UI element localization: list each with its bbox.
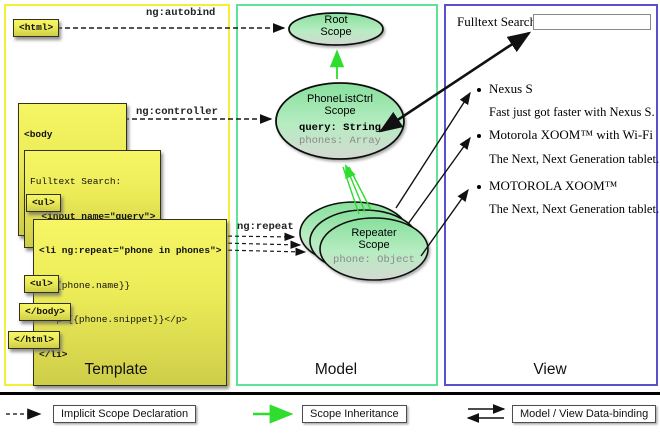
code-box-ul-close: <ul> [24, 275, 59, 293]
repeat-arrow-2 [220, 240, 302, 249]
phonelistctrl-scope-label: PhoneListCtrl Scope query: String phones… [276, 93, 404, 147]
ctrl-scope-line1: PhoneListCtrl [306, 93, 374, 105]
binding-arrow-query-input [378, 31, 532, 133]
legend-model-view-databinding: Model / View Data-binding [512, 405, 657, 423]
ctrl-prop-query: query: String [299, 122, 381, 134]
view-item-desc: The Next, Next Generation tablet. [489, 152, 660, 166]
root-scope-label: Root Scope [290, 14, 382, 38]
code-ul-close: <ul> [30, 278, 53, 289]
autobind-label: ng:autobind [146, 7, 216, 19]
search-input[interactable] [533, 14, 651, 30]
ctrl-prop-phones: phones: Array [299, 134, 381, 147]
bullet-icon [477, 185, 481, 189]
repeater-scope-line1: Repeater [351, 227, 397, 239]
code-fulltext-label: Fulltext Search: [30, 176, 122, 187]
legend-scope-inheritance: Scope Inheritance [302, 405, 407, 423]
view-item-title: Nexus S [489, 81, 533, 96]
view-search-label: Fulltext Search: [457, 14, 540, 29]
repeat-label: ng:repeat [237, 221, 294, 233]
view-item-title: MOTOROLA XOOM™ [489, 178, 618, 193]
code-html-open: <html> [19, 22, 54, 33]
repeater-prop-phone: phone: Object [333, 254, 415, 266]
code-box-body-close: </body> [19, 303, 71, 321]
bullet-icon [477, 88, 481, 92]
view-item-desc: Fast just got faster with Nexus S. [489, 105, 655, 119]
repeat-arrow-1 [220, 232, 296, 242]
repeater-scope-label: Repeater Scope phone: Object [314, 227, 434, 267]
code-box-ul-open: <ul> [26, 194, 61, 212]
model-column-label: Model [314, 361, 358, 378]
view-item-desc: The Next, Next Generation tablet. [489, 202, 660, 216]
inheritance-arrow-repeater-to-ctrl [345, 164, 366, 213]
repeater-scope-line2: Scope [358, 238, 390, 251]
code-li-line3: <p>{{phone.snippet}}</p> [39, 314, 188, 325]
ctrl-scope-line2: Scope [324, 104, 356, 117]
code-body-close: </body> [25, 306, 65, 317]
root-scope-line2: Scope [320, 25, 352, 38]
code-box-html-close: </html> [8, 331, 60, 349]
view-item-title: Motorola XOOM™ with Wi-Fi [489, 127, 654, 142]
code-li-line4: </li> [39, 348, 68, 360]
code-li-line1: <li ng:repeat="phone in phones"> [39, 245, 222, 256]
root-scope-ellipse [288, 12, 384, 46]
inheritance-line-3 [348, 166, 372, 211]
code-body-line1: <body [24, 129, 53, 140]
controller-label: ng:controller [136, 106, 218, 118]
code-box-html-open: <html> [13, 19, 60, 37]
code-li-line2: {{phone.name}} [39, 279, 131, 291]
code-ul-open: <ul> [32, 197, 55, 208]
template-column-label: Template [84, 361, 148, 378]
view-column-label: View [533, 361, 567, 378]
binding-arrow-item-3 [420, 188, 469, 257]
repeat-arrow-3 [220, 247, 307, 256]
repeater-scope-ellipse-front [319, 217, 429, 281]
bullet-icon [477, 134, 481, 138]
root-scope-line1: Root [324, 14, 348, 26]
code-box-li-repeat: <li ng:repeat="phone in phones"> {{phone… [33, 219, 228, 386]
code-html-close: </html> [14, 334, 54, 345]
legend-separator-line [0, 392, 660, 395]
legend-implicit-scope-declaration: Implicit Scope Declaration [53, 405, 197, 423]
binding-arrow-item-1 [395, 91, 471, 209]
binding-arrow-item-2 [407, 136, 471, 225]
code-fulltext-input: <input name="query"> [30, 210, 156, 222]
